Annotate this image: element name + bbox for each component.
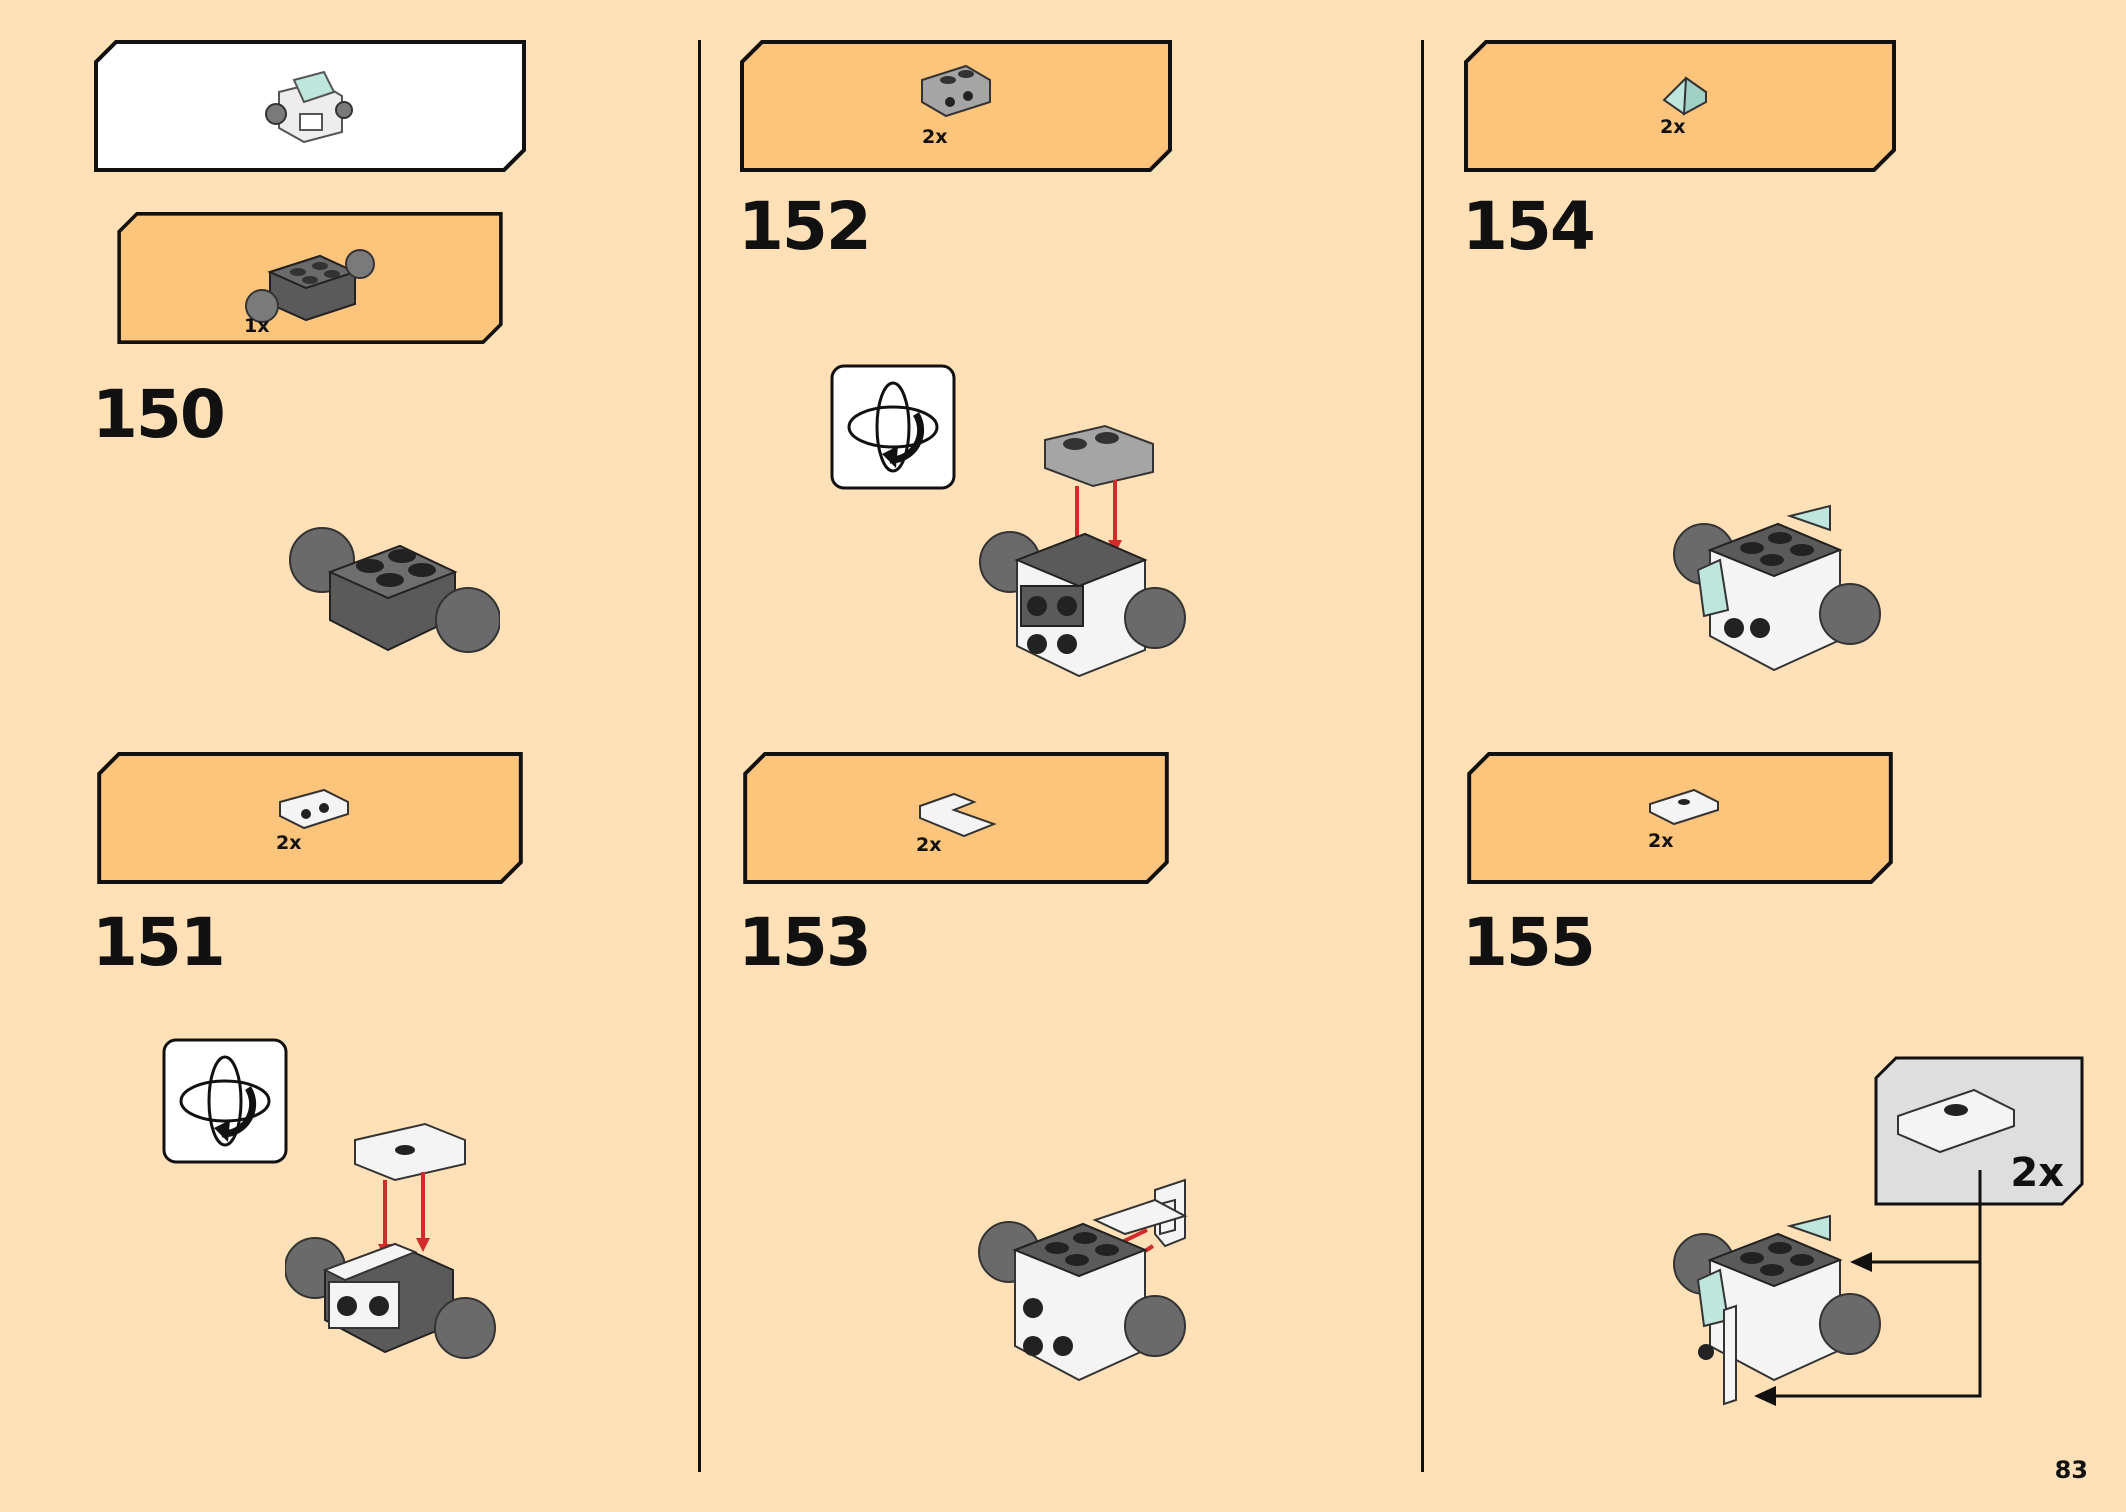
subassembly-preview-callout	[94, 40, 526, 172]
column-divider-1	[698, 40, 701, 1472]
corner-plate-part	[919, 792, 997, 838]
rotate-model-icon	[830, 364, 956, 490]
parts-callout-155: 2x	[1464, 752, 1896, 884]
parts-callout-153: 2x	[740, 752, 1172, 884]
step-150-model	[289, 527, 500, 653]
step-number-152: 152	[738, 188, 872, 265]
column-divider-2	[1421, 40, 1424, 1472]
step-number-151: 151	[92, 904, 226, 981]
step-154-model	[1673, 504, 1881, 672]
rotate-model-icon	[162, 1038, 288, 1164]
step-151-model	[285, 1122, 496, 1359]
jumper-plate-part	[1649, 788, 1719, 826]
step-152-model	[979, 424, 1186, 678]
step-number-153: 153	[738, 904, 872, 981]
part-quantity: 2x	[1648, 830, 1674, 852]
part-quantity: 2x	[276, 832, 302, 854]
step-number-154: 154	[1462, 188, 1596, 265]
part-quantity: 1x	[244, 315, 270, 337]
brick-with-ball-joints-part	[245, 249, 375, 323]
step-153-model	[978, 1178, 1188, 1382]
subassembly-preview-part	[265, 70, 353, 144]
sub-callout-connector	[1754, 1170, 1982, 1406]
grey-bracket-part	[921, 64, 991, 118]
page-number: 83	[2054, 1456, 2088, 1484]
trans-clear-slope-part	[1662, 76, 1708, 116]
parts-callout-152: 2x	[740, 40, 1172, 172]
part-quantity: 2x	[916, 834, 942, 856]
step-155-model	[1673, 1214, 1881, 1406]
step-number-150: 150	[92, 376, 226, 453]
parts-callout-151: 2x	[94, 752, 526, 884]
parts-callout-150: 1x	[94, 212, 526, 344]
bracket-plate-part	[279, 788, 349, 830]
sub-callout-quantity: 2x	[2010, 1150, 2064, 1196]
part-quantity: 2x	[1660, 116, 1686, 138]
parts-callout-154: 2x	[1464, 40, 1896, 172]
sub-callout-jumper-plate: 2x	[1874, 1056, 2084, 1206]
part-quantity: 2x	[922, 126, 948, 148]
step-number-155: 155	[1462, 904, 1596, 981]
